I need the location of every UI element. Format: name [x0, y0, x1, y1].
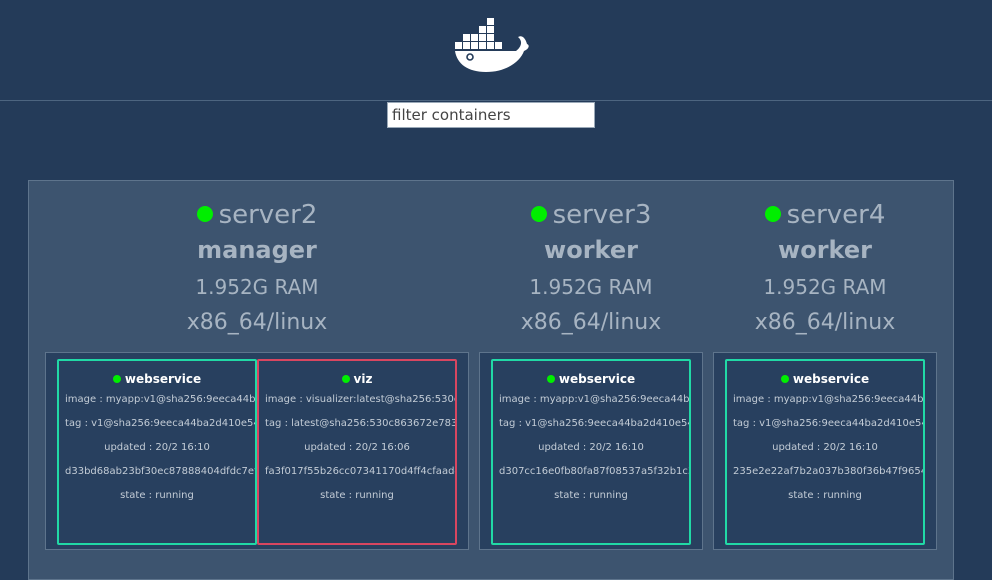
node-ram: 1.952G RAM [195, 275, 319, 299]
node-name-label: server4 [786, 200, 886, 230]
node-ram: 1.952G RAM [529, 275, 653, 299]
container-id: fa3f017f55b26cc07341170d4ff4cfaad41f3 [265, 466, 455, 477]
container-tray: webservice image : myapp:v1@sha256:9eeca… [479, 352, 703, 550]
container-card-viz[interactable]: viz image : visualizer:latest@sha256:530… [257, 359, 457, 545]
node-status-dot [764, 205, 781, 222]
container-updated: updated : 20/2 16:10 [538, 442, 644, 453]
container-id: d33bd68ab23bf30ec87888404dfdc7ef490 [65, 466, 255, 477]
filter-containers-input[interactable] [387, 102, 595, 128]
node-arch: x86_64/linux [754, 310, 896, 335]
container-id: 235e2e22af7b2a037b380f36b47f9654036 [733, 466, 923, 477]
container-name: webservice [124, 372, 202, 386]
node-name: server3 [479, 199, 703, 231]
container-image: image : visualizer:latest@sha256:530c863 [265, 394, 455, 405]
node-name-label: server2 [218, 200, 318, 230]
container-image: image : myapp:v1@sha256:9eeca44ba2d4 [499, 394, 689, 405]
container-title: webservice [59, 370, 255, 388]
container-status-dot [546, 374, 555, 383]
container-image: image : myapp:v1@sha256:9eeca44ba2d4 [733, 394, 923, 405]
node-role: manager [197, 236, 317, 264]
container-state: state : running [120, 490, 194, 501]
container-tag: tag : latest@sha256:530c863672e7830d75 [265, 418, 455, 429]
node-header: server4 worker 1.952G RAM x86_64/linux [713, 199, 937, 341]
container-status-dot [780, 374, 789, 383]
node-server4: server4 worker 1.952G RAM x86_64/linux [713, 181, 937, 341]
container-state: state : running [788, 490, 862, 501]
node-header: server3 worker 1.952G RAM x86_64/linux [479, 199, 703, 341]
node-arch: x86_64/linux [186, 310, 328, 335]
container-status-dot [341, 374, 350, 383]
container-tray: webservice image : myapp:v1@sha256:9eeca… [45, 352, 469, 550]
container-card-webservice[interactable]: webservice image : myapp:v1@sha256:9eeca… [491, 359, 691, 545]
node-arch: x86_64/linux [520, 310, 662, 335]
container-state: state : running [320, 490, 394, 501]
container-title: viz [259, 370, 455, 388]
container-id: d307cc16e0fb80fa87f08537a5f32b1c328 [499, 466, 689, 477]
container-tag: tag : v1@sha256:9eeca44ba2d410e54fcc0 [733, 418, 923, 429]
container-status-dot [112, 374, 121, 383]
container-updated: updated : 20/2 16:10 [104, 442, 210, 453]
node-name: server4 [713, 199, 937, 231]
header [0, 0, 992, 101]
container-card-webservice[interactable]: webservice image : myapp:v1@sha256:9eeca… [725, 359, 925, 545]
node-name-label: server3 [552, 200, 652, 230]
node-name: server2 [45, 199, 469, 231]
container-card-webservice[interactable]: webservice image : myapp:v1@sha256:9eeca… [57, 359, 257, 545]
container-updated: updated : 20/2 16:06 [304, 442, 410, 453]
container-title: webservice [727, 370, 923, 388]
docker-whale-icon [455, 18, 529, 72]
container-state: state : running [554, 490, 628, 501]
container-tray: webservice image : myapp:v1@sha256:9eeca… [713, 352, 937, 550]
node-header: server2 manager 1.952G RAM x86_64/linux [45, 199, 469, 341]
node-status-dot [196, 205, 213, 222]
node-ram: 1.952G RAM [763, 275, 887, 299]
container-tag: tag : v1@sha256:9eeca44ba2d410e54fcc0 [499, 418, 689, 429]
node-server2: server2 manager 1.952G RAM x86_64/linux [45, 181, 469, 341]
node-role: worker [778, 236, 872, 264]
node-server3: server3 worker 1.952G RAM x86_64/linux [479, 181, 703, 341]
container-tag: tag : v1@sha256:9eeca44ba2d410e54fcc0 [65, 418, 255, 429]
container-name: webservice [792, 372, 870, 386]
container-updated: updated : 20/2 16:10 [772, 442, 878, 453]
cluster-panel: server2 manager 1.952G RAM x86_64/linux … [28, 180, 954, 580]
container-name: webservice [558, 372, 636, 386]
node-role: worker [544, 236, 638, 264]
container-image: image : myapp:v1@sha256:9eeca44ba2d4 [65, 394, 255, 405]
container-name: viz [353, 372, 373, 386]
container-title: webservice [493, 370, 689, 388]
node-status-dot [530, 205, 547, 222]
